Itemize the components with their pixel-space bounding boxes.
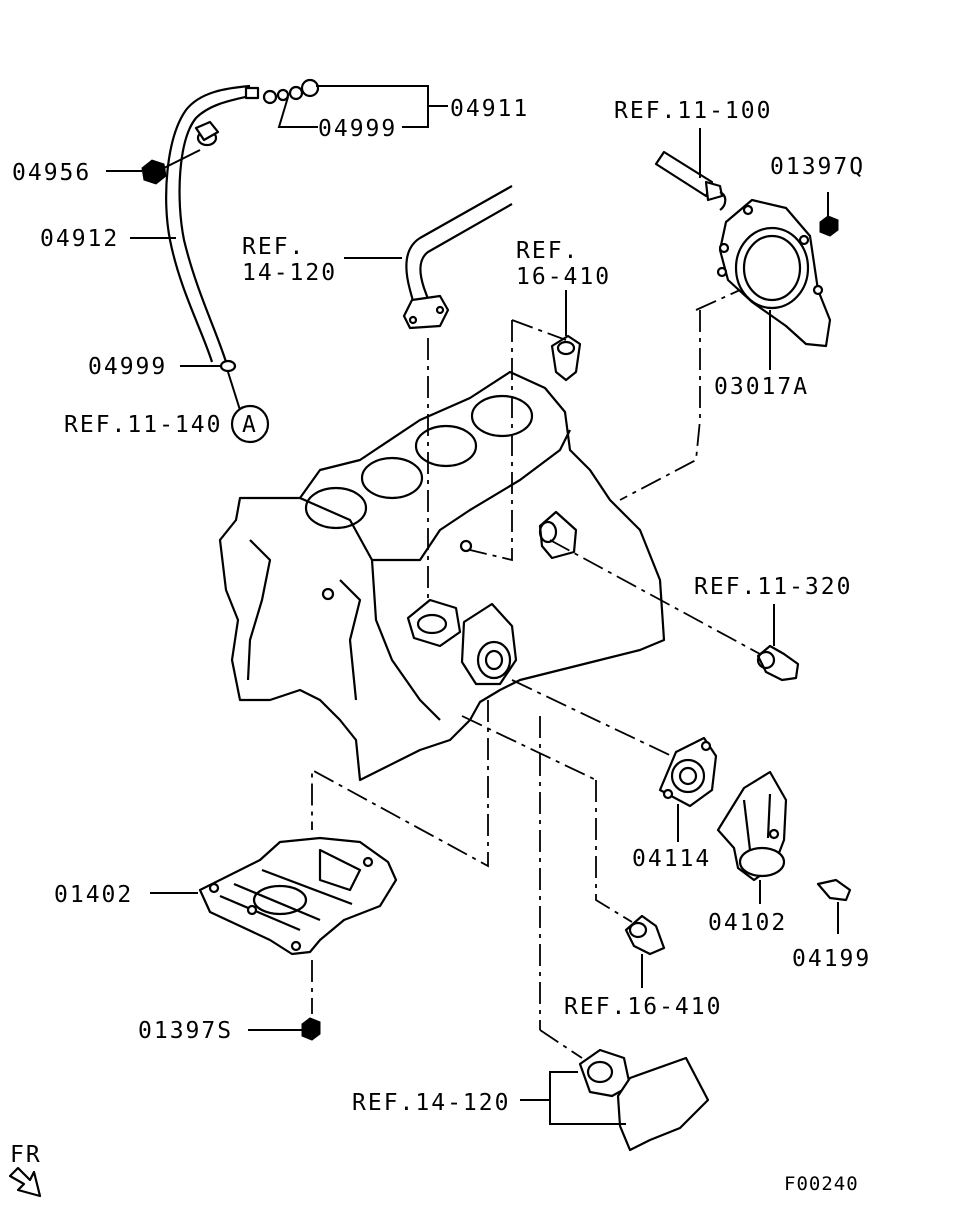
label-ref-11-100: REF.11-100: [614, 98, 772, 124]
label-04912: 04912: [40, 226, 119, 252]
leader-lines-upper-left: [106, 85, 448, 411]
label-04199: 04199: [792, 946, 871, 972]
front-direction-arrow-icon: [8, 1166, 42, 1198]
water-temp-sensor: [756, 604, 800, 682]
label-04114: 04114: [632, 846, 711, 872]
label-ref-14-120-bottom: REF.14-120: [352, 1090, 510, 1116]
sealant-tube: [654, 128, 727, 211]
ref-marker-A: A: [230, 404, 270, 444]
label-ref-16-410-top-line1: REF.: [516, 238, 579, 264]
label-ref-16-410-bottom: REF.16-410: [564, 994, 722, 1020]
rear-oil-seal-case: [716, 198, 832, 370]
ref-marker-text: A: [242, 412, 258, 438]
label-01397S: 01397S: [138, 1018, 233, 1044]
label-ref-11-140: REF.11-140: [64, 412, 222, 438]
label-03017A: 03017A: [714, 374, 809, 400]
direction-label: FR: [10, 1142, 42, 1168]
label-04102: 04102: [708, 910, 787, 936]
bolt-04956: [141, 149, 201, 185]
assembly-lines: [311, 289, 761, 1059]
o-ring-04999-bottom: [219, 359, 237, 373]
label-04999-bottom: 04999: [88, 354, 167, 380]
bolt-04199: [816, 878, 852, 934]
bolt-01397S: [248, 1017, 321, 1041]
water-inlet-fitting: [716, 770, 788, 904]
label-01402: 01402: [54, 882, 133, 908]
label-04911: 04911: [450, 96, 529, 122]
diagram-code: F00240: [784, 1173, 859, 1195]
label-ref-16-410-top-line2: 16-410: [516, 264, 611, 290]
bolt-01397Q: [819, 192, 839, 237]
label-ref-11-320: REF.11-320: [694, 574, 852, 600]
water-pipe-upper: [344, 185, 513, 330]
water-outlet-fitting: [520, 1048, 710, 1152]
cylinder-block: [218, 370, 666, 782]
thermostat-gasket: [658, 736, 718, 842]
label-04956: 04956: [12, 160, 91, 186]
label-01397Q: 01397Q: [770, 154, 865, 180]
label-ref-14-120-top-line1: REF.: [242, 234, 305, 260]
sensor-upper: [550, 290, 582, 382]
oil-level-gauge-guide: [165, 78, 320, 363]
ladder-frame-01402: [150, 836, 398, 956]
label-ref-14-120-top-line2: 14-120: [242, 260, 337, 286]
label-04999-top: 04999: [318, 116, 397, 142]
sensor-lower: [624, 914, 666, 988]
